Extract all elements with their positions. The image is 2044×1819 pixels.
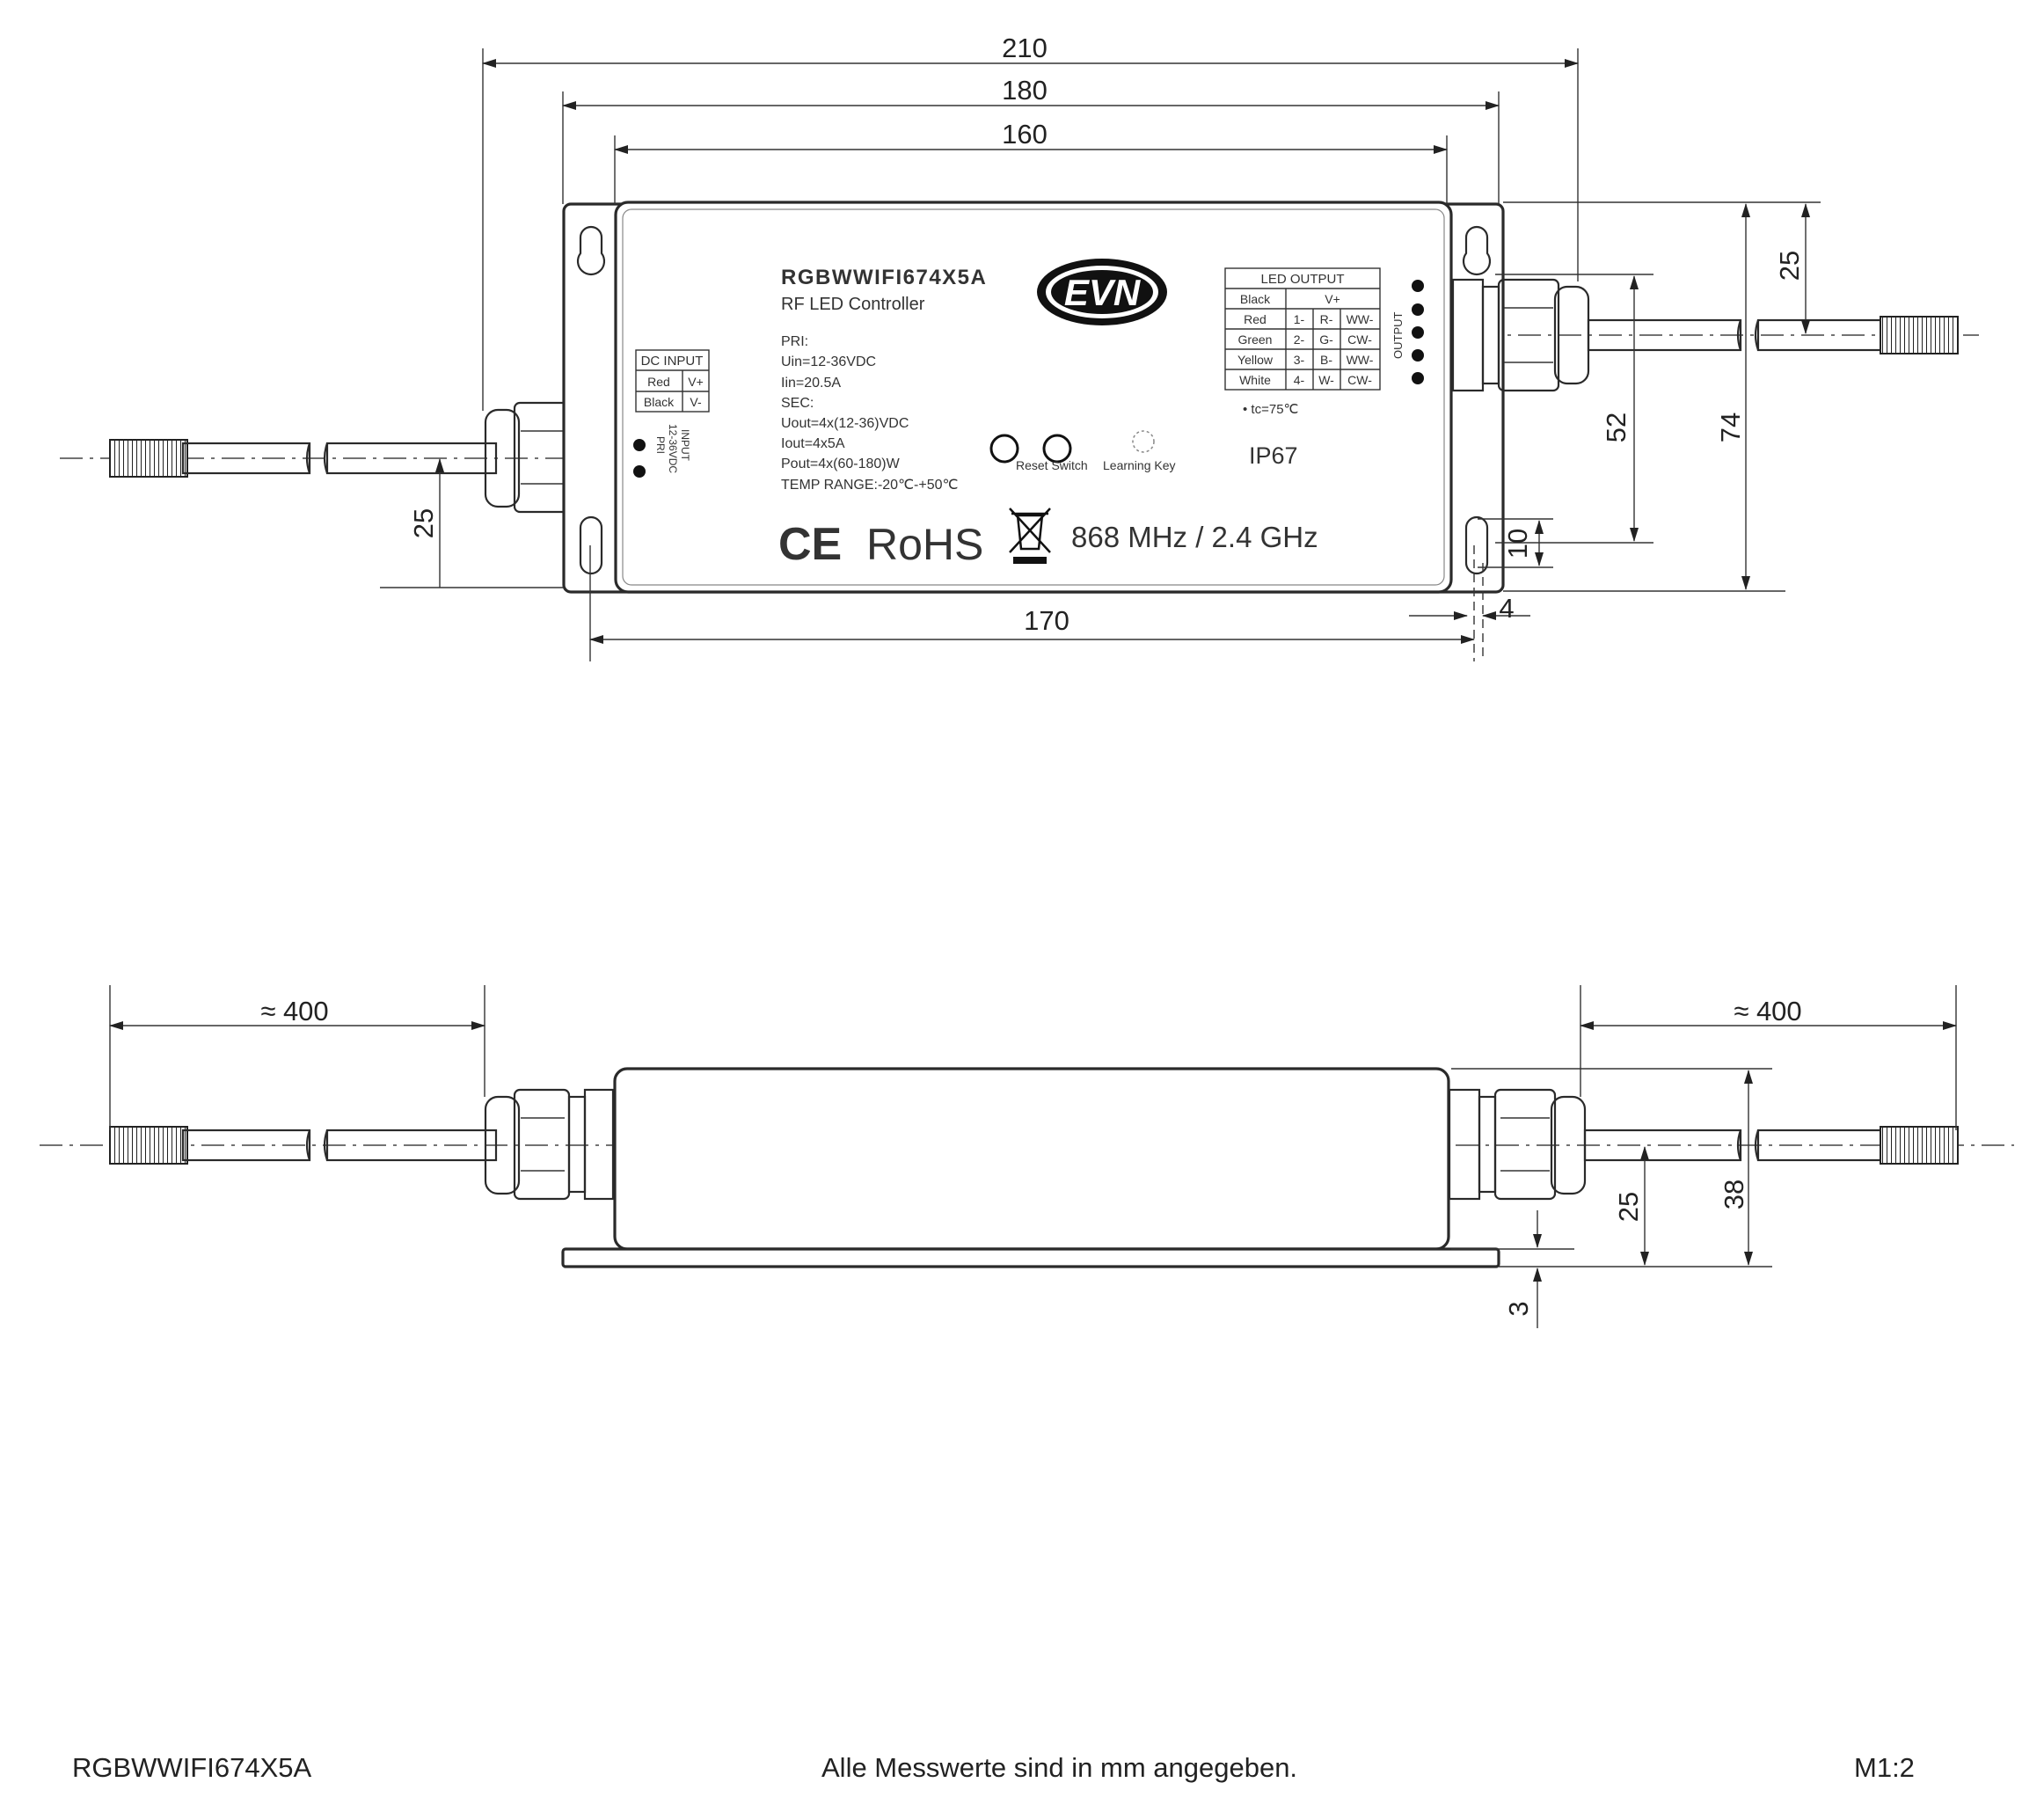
led-cell: V+ (1325, 292, 1340, 306)
base-plate-side (561, 1247, 1500, 1268)
led-cell: Red (1244, 312, 1267, 326)
spec-line: PRI: (781, 334, 808, 349)
output-side-text: OUTPUT (1391, 312, 1405, 360)
spec-line: SEC: (781, 396, 814, 411)
led-cell: 4- (1294, 373, 1305, 387)
input-side-text: 12-36VDC (667, 424, 679, 473)
reset-switch-label: Reset Switch (1016, 458, 1088, 472)
spec-line: Uin=12-36VDC (781, 354, 876, 369)
learning-key-indicator (1132, 430, 1155, 453)
input-side-labels: INPUT 12-36VDC PRI (654, 424, 691, 473)
footer-note: Alle Messwerte sind in mm angegeben. (821, 1752, 1298, 1783)
dimension-25-left: 25 (408, 508, 439, 538)
side-view: ≈ 400 ≈ 400 38 25 3 (40, 985, 2014, 1328)
mount-hole-tr (1462, 225, 1492, 276)
reset-switch-button (989, 434, 1019, 464)
rohs-mark: RoHS (866, 520, 983, 569)
evn-logo: EVN (1037, 259, 1167, 325)
learning-button (1042, 434, 1072, 464)
input-led (633, 439, 646, 451)
led-cell: R- (1320, 312, 1333, 326)
dimension-210: 210 (1002, 33, 1048, 63)
housing-side (613, 1067, 1450, 1251)
dc-cell: V- (690, 395, 702, 409)
output-cable (1587, 316, 1959, 354)
spec-line: Iout=4x5A (781, 436, 845, 451)
dimension-52: 52 (1601, 413, 1632, 442)
spec-line: TEMP RANGE:-20℃-+50℃ (781, 478, 958, 493)
dimension-3: 3 (1503, 1301, 1534, 1316)
footer-scale: M1:2 (1854, 1752, 1915, 1783)
led-output-title: LED OUTPUT (1260, 272, 1344, 287)
input-side-text: INPUT (679, 429, 691, 462)
led-cell: Green (1238, 332, 1273, 347)
dimension-170: 170 (1024, 605, 1069, 636)
led-cell: 3- (1294, 353, 1305, 367)
led-cell: G- (1319, 332, 1333, 347)
dc-cell: Red (647, 375, 670, 389)
dimension-160: 160 (1002, 119, 1048, 150)
dc-input-table: DC INPUT Red V+ Black V- (635, 349, 710, 413)
led-cell: 1- (1294, 312, 1305, 326)
led-cell: 2- (1294, 332, 1305, 347)
housing-top (614, 201, 1453, 594)
output-led (1412, 372, 1424, 384)
ip-rating: IP67 (1249, 442, 1298, 469)
label-subtitle: RF LED Controller (781, 295, 925, 314)
dimension-400-left: ≈ 400 (260, 996, 328, 1026)
weee-icon (1009, 508, 1051, 564)
led-cell: W- (1318, 373, 1334, 387)
led-cell: CW- (1347, 373, 1372, 387)
dc-cell: Black (644, 395, 675, 409)
label-model: RGBWWIFI674X5A (781, 266, 987, 289)
output-led (1412, 303, 1424, 316)
led-cell: B- (1320, 353, 1332, 367)
led-cell: Black (1240, 292, 1271, 306)
input-led (633, 465, 646, 478)
spec-line: Uout=4x(12-36)VDC (781, 416, 909, 431)
led-cell: Yellow (1237, 353, 1274, 367)
ce-mark: CE (778, 519, 842, 570)
dimension-38: 38 (1719, 1180, 1749, 1209)
dimension-74: 74 (1715, 413, 1746, 442)
mount-slot-bl (579, 515, 603, 575)
output-led (1412, 280, 1424, 292)
mount-hole-tl (576, 225, 606, 276)
input-cable (109, 439, 498, 478)
learning-key-label: Learning Key (1103, 458, 1176, 472)
led-cell: WW- (1347, 353, 1374, 367)
dimension-10: 10 (1502, 529, 1533, 559)
frequency-label: 868 MHz / 2.4 GHz (1071, 521, 1318, 553)
spec-line: Iin=20.5A (781, 376, 841, 391)
output-led (1412, 326, 1424, 339)
top-view: RGBWWIFI674X5A RF LED Controller PRI: Ui… (60, 33, 1979, 661)
output-led (1412, 349, 1424, 362)
footer-model: RGBWWIFI674X5A (72, 1752, 312, 1783)
dimension-4: 4 (1499, 593, 1514, 624)
dimension-400-right: ≈ 400 (1734, 996, 1801, 1026)
led-cell: CW- (1347, 332, 1372, 347)
dimension-25-side: 25 (1613, 1192, 1644, 1222)
brand-text: EVN (1064, 272, 1142, 313)
dimension-25-right: 25 (1774, 251, 1805, 281)
led-output-table: LED OUTPUT Black V+ Red 1- R- WW- Green … (1224, 267, 1381, 391)
led-cell: White (1239, 373, 1271, 387)
led-cell: WW- (1347, 312, 1374, 326)
dc-cell: V+ (688, 375, 704, 389)
tc-label: • tc=75℃ (1243, 402, 1298, 417)
dc-input-title: DC INPUT (641, 354, 704, 369)
dimension-180: 180 (1002, 75, 1048, 106)
mount-slot-br (1464, 515, 1489, 575)
spec-line: Pout=4x(60-180)W (781, 457, 901, 471)
input-side-text: PRI (654, 436, 667, 454)
label-specs: PRI: Uin=12-36VDC Iin=20.5A SEC: Uout=4x… (781, 334, 958, 493)
